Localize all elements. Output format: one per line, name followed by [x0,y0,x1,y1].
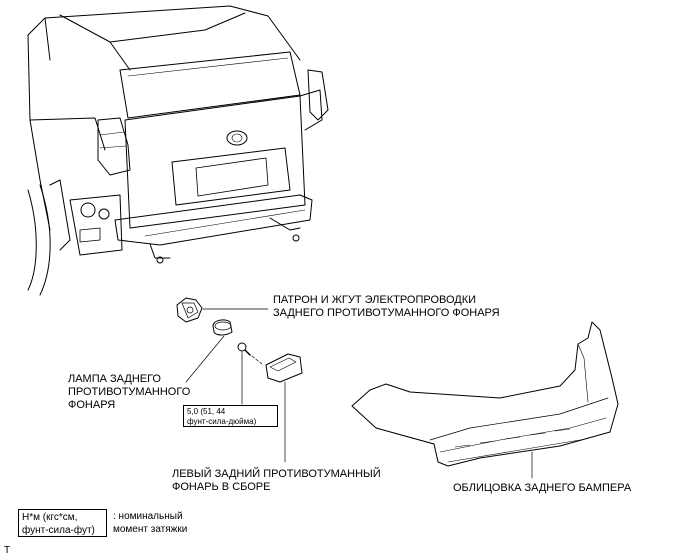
label-socket-harness-line2: ЗАДНЕГО ПРОТИВОТУМАННОГО ФОНАРЯ [273,307,500,319]
legend-unit-line1: Н*м (кгс*см, [22,512,78,523]
legend-desc-line2: момент затяжки [113,524,188,535]
rear-bumper-cover [351,321,619,479]
label-fog-lamp-assembly-line2: ФОНАРЬ В СБОРЕ [172,481,271,493]
legend-desc-line1: : номинальный [113,511,183,522]
torque-spec-box: 5,0 (51, 44 фунт-сила-дюйма) [183,405,278,427]
label-socket-harness: ПАТРОН И ЖГУТ ЭЛЕКТРОПРОВОДКИ ЗАДНЕГО ПР… [273,294,500,320]
label-fog-lamp-assembly-line1: ЛЕВЫЙ ЗАДНИЙ ПРОТИВОТУМАННЫЙ [172,468,381,480]
legend-unit-line2: фунт-сила-фут) [22,525,95,536]
label-fog-lamp-bulb: ЛАМПА ЗАДНЕГО ПРОТИВОТУМАННОГО ФОНАРЯ [68,373,190,412]
label-socket-harness-line1: ПАТРОН И ЖГУТ ЭЛЕКТРОПРОВОДКИ [273,294,477,306]
label-fog-lamp-bulb-line3: ФОНАРЯ [68,399,116,411]
torque-spec-line1: 5,0 (51, 44 [187,407,226,416]
label-fog-lamp-assembly: ЛЕВЫЙ ЗАДНИЙ ПРОТИВОТУМАННЫЙ ФОНАРЬ В СБ… [172,468,381,494]
screw [237,342,263,405]
torque-unit-legend-box: Н*м (кгс*см, фунт-сила-фут) [18,509,107,537]
socket-and-wire-harness [176,297,269,323]
vehicle-rear-illustration [27,5,329,296]
fog-lamp-assembly [265,353,303,463]
torque-spec-line2: фунт-сила-дюйма) [187,417,257,426]
torque-legend-description: : номинальный момент затяжки [113,510,187,536]
corner-marker: T [4,545,11,556]
label-fog-lamp-bulb-line1: ЛАМПА ЗАДНЕГО [68,373,161,385]
label-fog-lamp-bulb-line2: ПРОТИВОТУМАННОГО [68,386,191,398]
label-bumper-cover-line1: ОБЛИЦОВКА ЗАДНЕГО БАМПЕРА [453,482,632,494]
label-bumper-cover: ОБЛИЦОВКА ЗАДНЕГО БАМПЕРА [453,482,631,495]
fog-lamp-bulb [185,319,233,383]
